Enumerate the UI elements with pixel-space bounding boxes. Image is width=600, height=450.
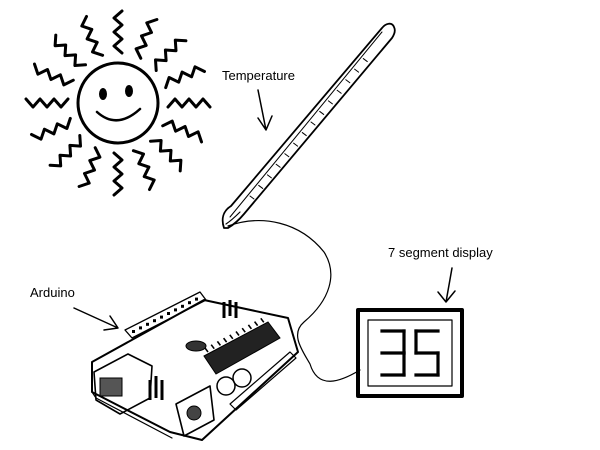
sun-left-eye: [99, 88, 107, 100]
thermometer-body: [221, 22, 396, 229]
power-header: [229, 351, 297, 411]
reset-jumper: [148, 376, 164, 400]
thermometer-bulb-line: [225, 211, 241, 225]
crystal-oscillator: [185, 340, 207, 352]
sun-rays: [24, 9, 212, 197]
digital-header: [124, 291, 207, 339]
sun-ray: [53, 33, 87, 67]
sun-drawing: [24, 9, 212, 197]
temperature-label: Temperature: [222, 68, 295, 83]
microcontroller-chip: [203, 321, 281, 375]
chip-pin: [210, 344, 215, 350]
header-pin: [139, 326, 142, 330]
thermometer-tick: [284, 153, 290, 158]
sun-ray: [134, 18, 159, 60]
sun-ray: [48, 134, 82, 168]
thermometer-tick: [293, 142, 299, 147]
sun-ray: [33, 62, 75, 87]
capacitor-1: [216, 376, 236, 396]
sun-smile: [95, 107, 142, 122]
chip-pin: [235, 331, 240, 336]
thermometer-tick: [266, 174, 272, 179]
sun-ray: [161, 119, 203, 144]
capacitor-2: [232, 368, 252, 388]
chip-pin: [229, 334, 234, 340]
chip-pin: [260, 317, 265, 323]
chip-pin: [204, 347, 209, 353]
header-pin: [181, 304, 184, 308]
thermometer-tick: [327, 100, 333, 105]
sun-ray: [112, 151, 124, 197]
header-pins: [132, 297, 198, 333]
temperature-arrow: [257, 89, 273, 131]
header-pin: [146, 322, 149, 326]
thermometer-tick: [301, 132, 307, 137]
chip-pin: [222, 337, 228, 343]
arduino-label: Arduino: [30, 285, 75, 300]
chip-pins: [204, 317, 265, 353]
sun-ray: [77, 146, 102, 188]
arduino-arrow: [73, 307, 119, 331]
thermometer-tick: [362, 58, 368, 63]
header-pin: [167, 312, 170, 315]
sun-ray: [131, 149, 156, 191]
sensor-wire: [227, 220, 361, 382]
sun-ray: [24, 97, 70, 109]
chip-pin: [241, 327, 246, 333]
header-pin: [188, 301, 191, 305]
thermometer-tick: [258, 184, 264, 189]
arduino-board: [91, 291, 299, 441]
thermometer-scale-ticks: [249, 58, 368, 200]
thermometer: [221, 22, 396, 229]
thermometer-tick: [310, 121, 316, 126]
header-pin: [153, 319, 156, 323]
thermometer-tick: [249, 195, 255, 200]
display-arrow: [437, 267, 456, 303]
sun-right-eye: [125, 85, 133, 97]
sun-ray: [112, 9, 124, 55]
chip-pin: [253, 321, 259, 327]
thermometer-tick: [275, 163, 281, 168]
sun-face: [76, 61, 160, 145]
header-pin: [160, 315, 163, 319]
thermometer-tick: [319, 110, 325, 115]
seven-segment-display: 35: [356, 308, 464, 398]
header-pin: [174, 308, 177, 312]
display-value: 35: [380, 329, 440, 377]
segment-digits: [380, 329, 440, 377]
usb-opening: [99, 377, 123, 397]
display-label: 7 segment display: [388, 245, 493, 260]
sun-ray: [164, 65, 206, 90]
board-edge: [91, 351, 299, 441]
sun-ray: [154, 38, 188, 72]
chip-pin: [216, 340, 222, 346]
icsp-pins: [222, 300, 238, 318]
header-pin: [132, 330, 135, 333]
display-outer-frame: [356, 308, 464, 398]
sun-ray: [149, 139, 183, 173]
sun-ray: [80, 15, 105, 57]
power-jack: [175, 385, 215, 437]
thermometer-mercury: [229, 31, 383, 218]
power-jack-hole: [186, 405, 202, 421]
display-inner-frame: [367, 319, 453, 387]
sun-ray: [166, 97, 212, 109]
header-pin: [195, 297, 198, 301]
sun-ray: [30, 116, 72, 141]
chip-pin: [247, 324, 253, 330]
thermometer-tick: [354, 68, 360, 73]
thermometer-tick: [345, 79, 351, 84]
thermometer-tick: [336, 89, 342, 94]
